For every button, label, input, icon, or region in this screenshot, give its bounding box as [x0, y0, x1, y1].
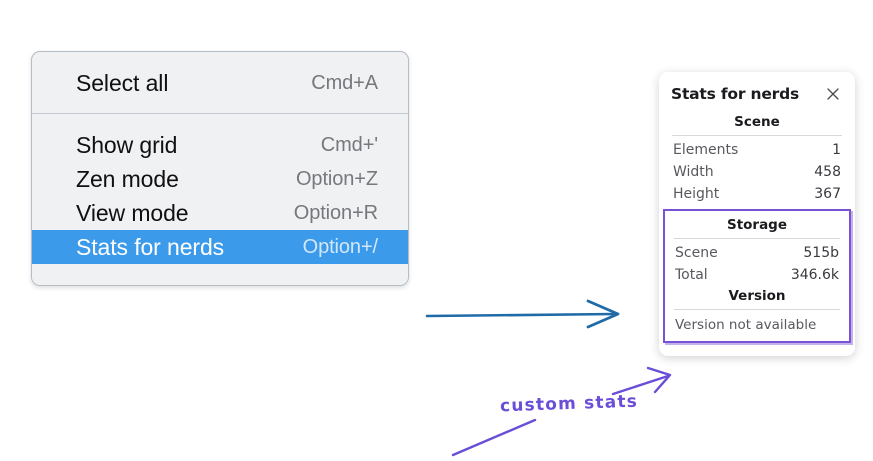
- stat-row-elements: Elements 1: [671, 139, 843, 161]
- stats-panel-header: Stats for nerds: [671, 85, 843, 103]
- menu-item-view-mode[interactable]: View mode Option+R: [32, 196, 408, 230]
- stat-value: 515b: [803, 245, 839, 261]
- stat-value: 346.6k: [790, 267, 839, 283]
- stats-section-version: Version Version not available: [673, 286, 841, 335]
- stats-section-storage: Storage Scene 515b Total 346.6k: [673, 215, 841, 286]
- stat-row-storage-total: Total 346.6k: [673, 264, 841, 286]
- section-divider: [674, 238, 840, 239]
- version-status-text: Version not available: [675, 317, 817, 333]
- menu-item-label: Show grid: [76, 131, 178, 158]
- stat-row-height: Height 367: [671, 183, 843, 205]
- arrow-up-right-icon: [611, 366, 672, 396]
- stat-label: Total: [675, 267, 708, 283]
- menu-item-shortcut: Option+/: [302, 235, 378, 258]
- menu-item-label: Select all: [76, 69, 169, 96]
- close-icon[interactable]: [825, 86, 841, 102]
- stat-label: Scene: [675, 245, 718, 261]
- stat-value: 1: [832, 142, 841, 158]
- menu-item-show-grid[interactable]: Show grid Cmd+': [32, 128, 408, 162]
- custom-stats-annotation: custom stats: [499, 391, 639, 417]
- stat-label: Width: [673, 164, 714, 180]
- section-heading-storage: Storage: [726, 217, 788, 233]
- custom-stats-highlight-box: Storage Scene 515b Total 346.6k Version …: [663, 209, 851, 343]
- stats-panel-title: Stats for nerds: [671, 85, 800, 103]
- menu-item-shortcut: Option+R: [293, 201, 378, 224]
- stat-row-width: Width 458: [671, 161, 843, 183]
- menu-item-label: Stats for nerds: [76, 233, 225, 260]
- menu-item-stats-for-nerds[interactable]: Stats for nerds Option+/: [32, 230, 408, 264]
- section-heading-scene: Scene: [734, 114, 780, 130]
- menu-item-shortcut: Cmd+A: [311, 71, 378, 94]
- stat-row-storage-scene: Scene 515b: [673, 242, 841, 264]
- section-divider: [674, 309, 840, 310]
- menu-item-shortcut: Cmd+': [320, 133, 378, 156]
- context-menu: Select all Cmd+A Show grid Cmd+' Zen mod…: [31, 51, 409, 286]
- menu-item-shortcut: Option+Z: [295, 167, 378, 190]
- section-divider: [672, 135, 842, 136]
- stat-label: Height: [673, 186, 720, 202]
- menu-item-select-all[interactable]: Select all Cmd+A: [32, 66, 408, 100]
- stat-value: 367: [814, 186, 841, 202]
- stat-label: Elements: [673, 142, 739, 158]
- underline-stroke-icon: [451, 418, 537, 457]
- stat-value: 458: [814, 164, 841, 180]
- menu-item-label: Zen mode: [76, 165, 179, 192]
- menu-item-zen-mode[interactable]: Zen mode Option+Z: [32, 162, 408, 196]
- menu-footer: [32, 264, 408, 285]
- stats-for-nerds-panel: Stats for nerds Scene Elements 1 Width 4…: [659, 72, 855, 356]
- arrow-right-icon: [425, 299, 620, 329]
- stats-section-scene: Scene Elements 1 Width 458 Height 367: [671, 112, 843, 205]
- section-heading-version: Version: [728, 288, 786, 304]
- menu-item-label: View mode: [76, 199, 189, 226]
- menu-group-1: Select all Cmd+A: [32, 52, 408, 114]
- menu-group-2: Show grid Cmd+' Zen mode Option+Z View m…: [32, 114, 408, 264]
